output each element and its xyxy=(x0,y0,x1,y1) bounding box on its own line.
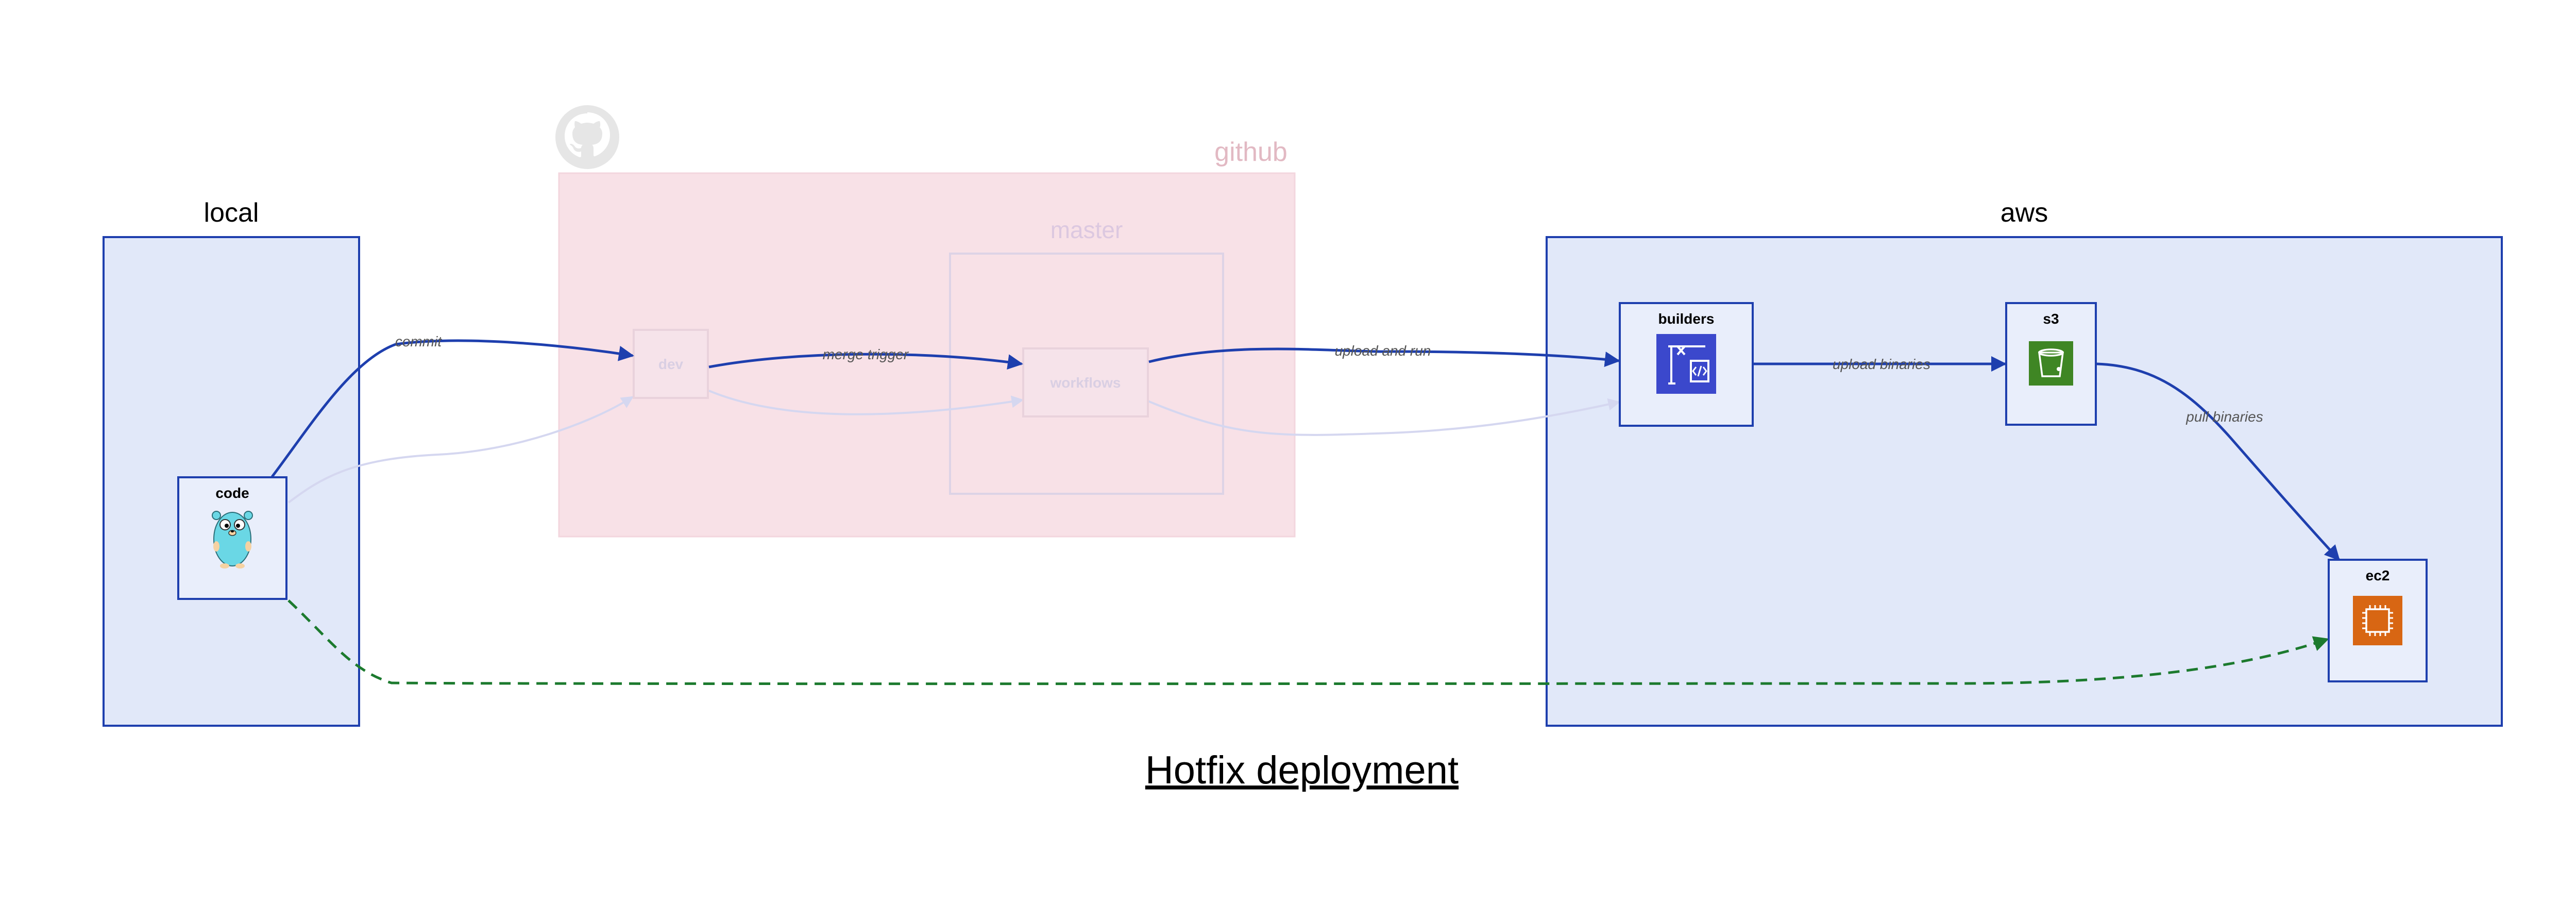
gopher-icon xyxy=(212,511,253,569)
group-github: github xyxy=(555,105,1296,538)
node-builders-label: builders xyxy=(1658,311,1715,327)
edge-upload-and-run-label: upload and run xyxy=(1335,343,1431,359)
s3-bucket-icon xyxy=(2029,341,2073,386)
edge-upload-and-run xyxy=(1148,347,1620,367)
group-github-label: github xyxy=(1214,137,1287,167)
edge-dev-workflows-faded xyxy=(708,390,1024,415)
edge-commit xyxy=(271,339,634,478)
edge-merge-trigger-label: merge trigger xyxy=(823,346,909,362)
group-aws-label: aws xyxy=(2001,198,2048,228)
edge-pull-binaries-label: pull binaries xyxy=(2185,409,2263,425)
edge-code-dev-faded xyxy=(287,396,634,504)
node-workflows-label: workflows xyxy=(1050,375,1121,391)
node-dev: dev xyxy=(633,329,709,399)
codebuild-icon xyxy=(1656,334,1716,394)
edge-code-ec2-dashed xyxy=(287,599,2329,686)
edge-workflows-builders-faded xyxy=(1147,398,1621,436)
node-ec2: ec2 xyxy=(2328,559,2428,682)
node-code-label: code xyxy=(215,485,249,501)
node-code: code xyxy=(177,476,287,600)
group-master: master xyxy=(949,216,1224,495)
node-dev-label: dev xyxy=(658,356,684,372)
node-builders: builders xyxy=(1619,302,1754,427)
node-ec2-label: ec2 xyxy=(2366,567,2390,583)
ec2-instance-icon xyxy=(2353,596,2402,645)
edge-merge-trigger xyxy=(708,353,1023,370)
node-workflows: workflows xyxy=(1022,347,1149,417)
node-s3-label: s3 xyxy=(2043,311,2059,327)
faded-edges xyxy=(287,390,1621,504)
main-edges: commit merge trigger upload and run uplo… xyxy=(271,333,2341,686)
group-local: local xyxy=(103,198,360,727)
edge-pull-binaries xyxy=(2096,362,2341,561)
github-icon xyxy=(555,105,619,169)
diagram-title: Hotfix deployment xyxy=(1145,748,1459,792)
group-master-label: master xyxy=(1050,216,1123,243)
edge-commit-label: commit xyxy=(395,333,442,349)
node-s3: s3 xyxy=(2005,302,2097,426)
edge-upload-binaries-label: upload binaries xyxy=(1833,356,1930,372)
group-local-label: local xyxy=(204,198,259,228)
